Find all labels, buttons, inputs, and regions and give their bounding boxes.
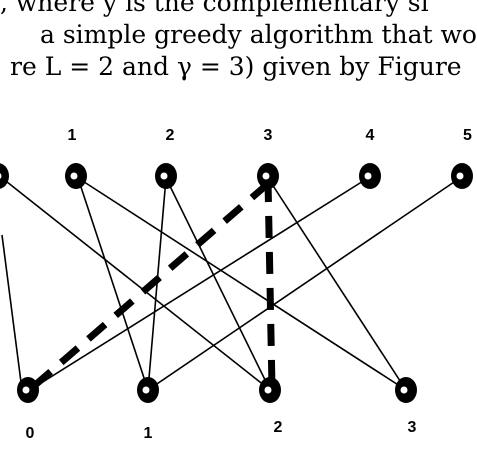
graph-node xyxy=(257,163,279,189)
bottom-node-label-2: 2 xyxy=(274,419,283,436)
bipartite-graph-figure: 1 2 3 4 5 0 1 2 3 xyxy=(0,127,473,442)
graph-node xyxy=(359,163,381,189)
top-nodes xyxy=(0,163,473,189)
top-node-label-4: 4 xyxy=(366,127,375,144)
graph-node xyxy=(0,163,9,189)
top-node-label-1: 1 xyxy=(68,127,77,144)
top-node-label-3: 3 xyxy=(264,127,273,144)
graph-node xyxy=(451,163,473,189)
bottom-node-label-0: 0 xyxy=(26,425,35,442)
edge xyxy=(1,234,23,391)
graph-node xyxy=(17,377,39,403)
text-line-1: , where ȳ is the complementary si xyxy=(0,0,429,17)
top-node-label-5: 5 xyxy=(463,127,472,144)
bottom-node-label-3: 3 xyxy=(408,419,417,436)
graph-node xyxy=(65,163,87,189)
graph-node xyxy=(395,377,417,403)
edge xyxy=(1,177,271,391)
edge xyxy=(165,177,271,391)
edge xyxy=(267,177,407,391)
graph-node xyxy=(259,377,281,403)
graph-node xyxy=(137,377,159,403)
edge xyxy=(77,177,407,391)
top-node-label-2: 2 xyxy=(166,127,175,144)
edge xyxy=(77,177,149,391)
dashed-edge xyxy=(31,179,273,389)
graph-node xyxy=(155,163,177,189)
edge xyxy=(29,177,369,391)
text-line-2: a simple greedy algorithm that wo xyxy=(40,20,477,49)
text-line-3: re L = 2 and γ = 3) given by Figure xyxy=(10,52,462,81)
edge xyxy=(147,177,461,391)
bottom-node-label-1: 1 xyxy=(144,425,153,442)
dashed-edges xyxy=(31,179,276,389)
dashed-edge xyxy=(264,179,276,389)
bottom-nodes xyxy=(17,377,417,403)
